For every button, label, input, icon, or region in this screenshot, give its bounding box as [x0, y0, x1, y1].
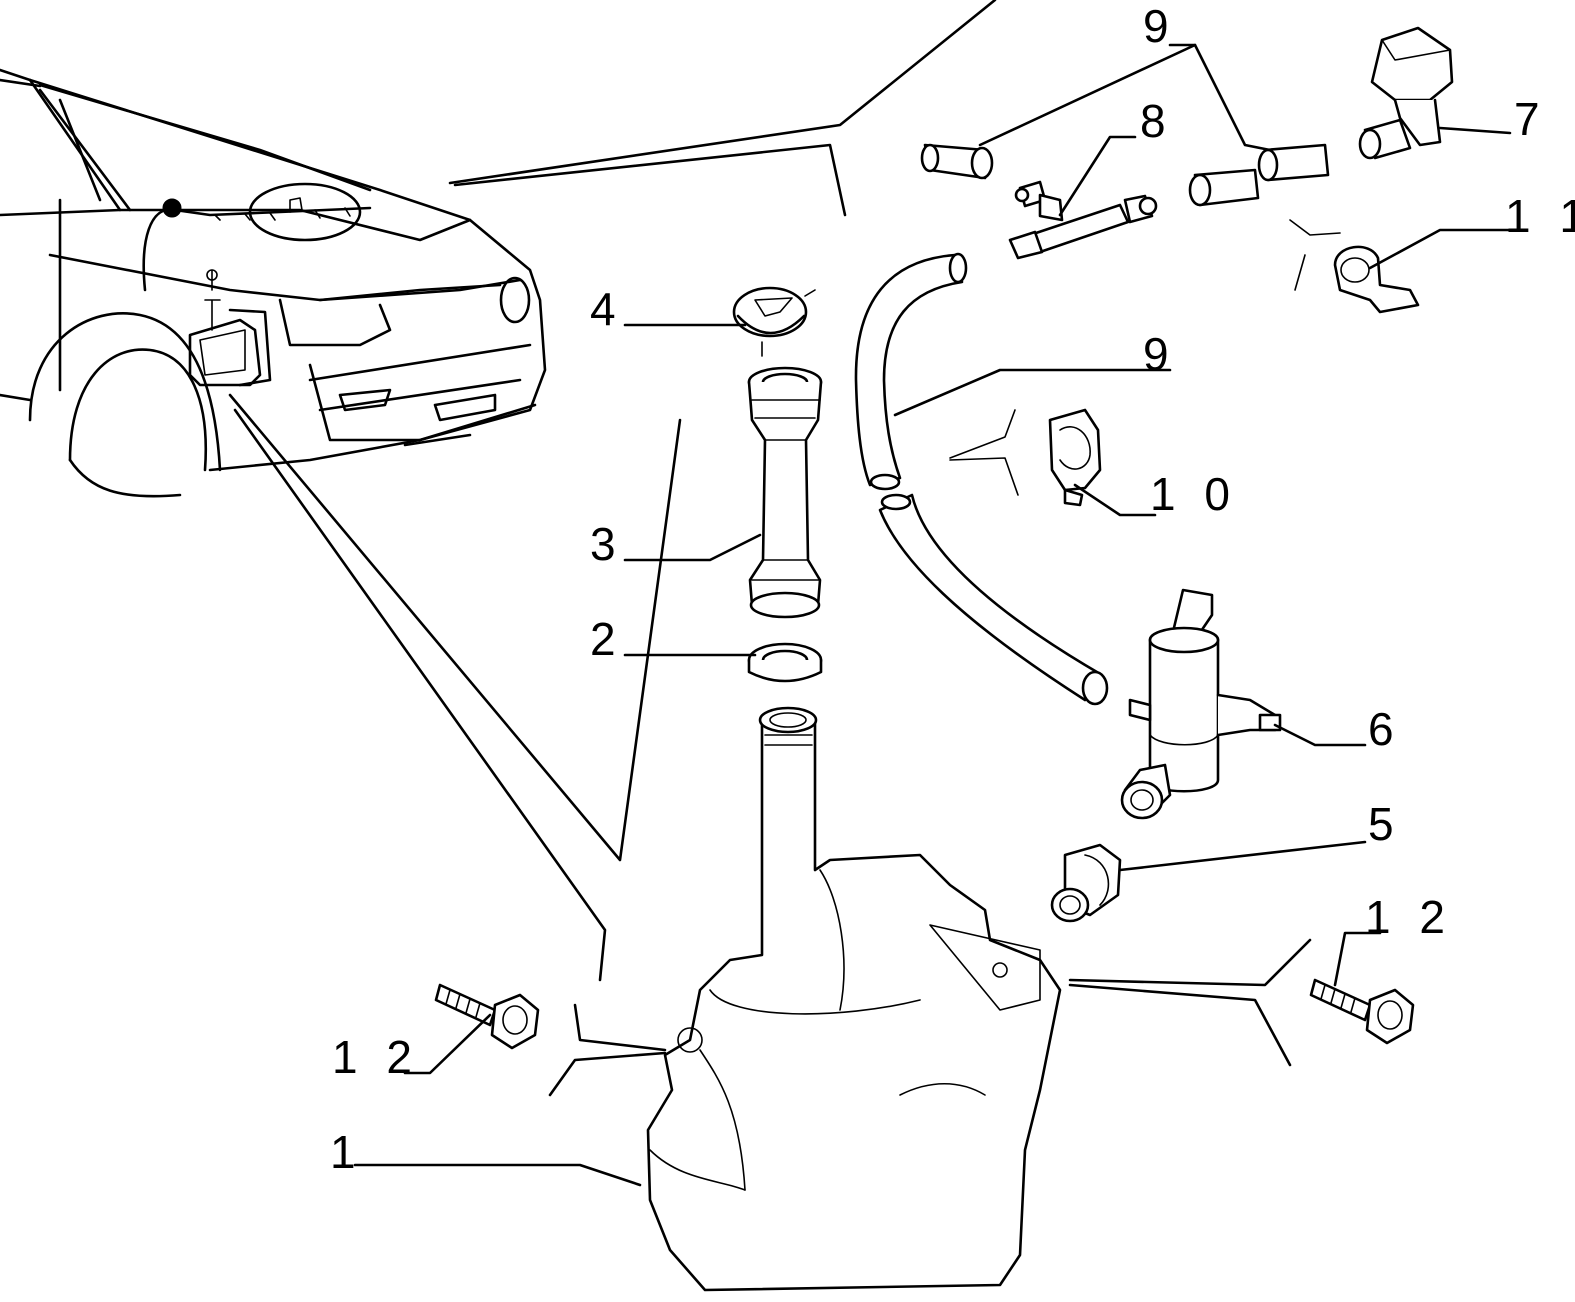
- callout-1: 1: [330, 1126, 364, 1178]
- callout-labels: 1 2 3 4 5 6 7 8 9 9 1 0 1 1 1 2 1 2: [330, 0, 1575, 1178]
- vehicle-overview: [0, 68, 547, 498]
- callout-3: 3: [590, 518, 624, 570]
- part-12-screw-right: [1309, 978, 1415, 1045]
- callout-4: 4: [590, 283, 624, 335]
- callout-2: 2: [590, 613, 624, 665]
- callout-12-right: 1 2: [1365, 891, 1453, 943]
- part-9-short-hoses: [920, 143, 1330, 207]
- part-3-filler-neck: [747, 366, 823, 619]
- callout-9-middle: 9: [1143, 328, 1177, 380]
- part-7-washer-nozzle: [1358, 26, 1454, 160]
- guide-lines: [228, 0, 1312, 1097]
- callout-11: 1 1: [1505, 190, 1575, 242]
- part-9-hose: [854, 252, 1109, 706]
- callout-5: 5: [1368, 798, 1402, 850]
- part-4-filler-cap: [732, 286, 816, 357]
- callout-leaders: [353, 43, 1512, 1187]
- callout-12-left: 1 2: [332, 1031, 420, 1083]
- part-5-grommet: [1050, 843, 1122, 923]
- part-6-washer-pump: [1120, 588, 1282, 820]
- part-12-screw-left: [434, 983, 540, 1050]
- callout-8: 8: [1140, 95, 1174, 147]
- callout-10: 1 0: [1150, 468, 1238, 520]
- part-11-hose-clip: [1289, 219, 1420, 314]
- callout-9-top: 9: [1143, 0, 1177, 52]
- part-1-reservoir-tank: [646, 706, 1062, 1292]
- part-8-t-connector: [1008, 180, 1158, 260]
- part-2-seal-ring: [747, 642, 823, 683]
- callout-7: 7: [1514, 93, 1548, 145]
- callout-6: 6: [1368, 703, 1402, 755]
- part-10-hose-clip: [949, 408, 1102, 507]
